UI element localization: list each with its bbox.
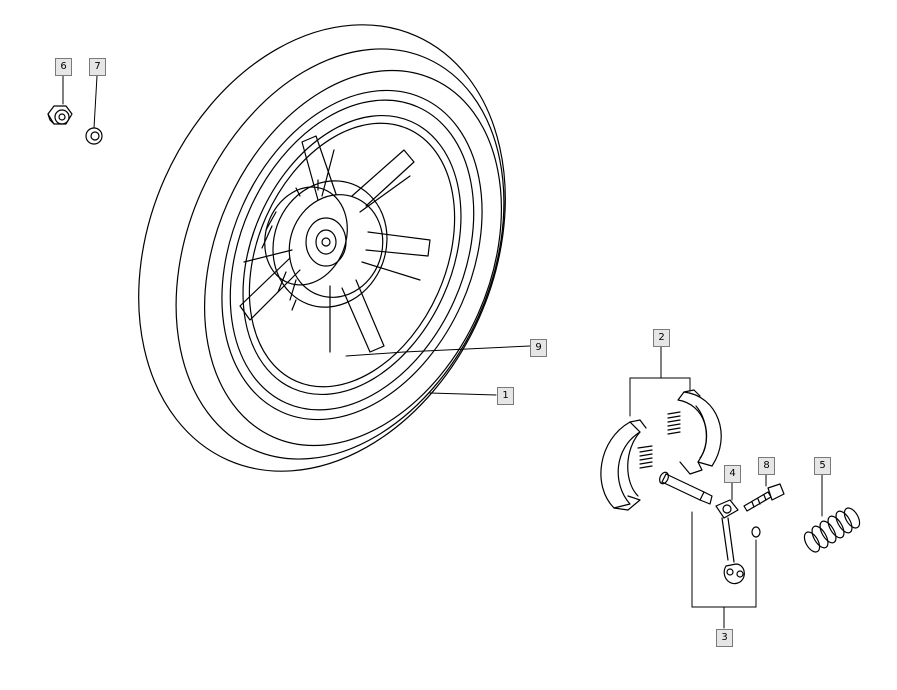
brake-shoes-part-2: [601, 390, 721, 510]
spokes: [240, 136, 430, 352]
rim-outer: [172, 49, 531, 461]
leader-lines: [63, 76, 822, 628]
callout-4: 4: [724, 465, 741, 483]
callout-1: 1: [497, 387, 514, 405]
wheel-assembly: [71, 0, 574, 530]
tyre-sidewall: [148, 23, 558, 493]
brake-cam-part-4: [658, 471, 712, 504]
rim-lip: [184, 61, 520, 448]
brake-lever-part-3: [716, 500, 760, 584]
rim-inner: [201, 81, 502, 429]
hub: [251, 165, 404, 324]
callout-9: 9: [530, 339, 547, 357]
washer-part-7: [86, 128, 102, 144]
callout-7: 7: [89, 58, 106, 76]
bolt-part-8: [744, 484, 784, 511]
tyre-outer: [71, 0, 574, 530]
callout-8: 8: [758, 457, 775, 475]
tyre-inner-contour: [114, 0, 566, 511]
rim-bead: [210, 91, 494, 420]
spring-part-5: [801, 505, 862, 554]
callout-6: 6: [55, 58, 72, 76]
callout-3: 3: [716, 629, 733, 647]
callout-5: 5: [814, 457, 831, 475]
nut-part-6: [48, 106, 72, 124]
callout-2: 2: [653, 329, 670, 347]
